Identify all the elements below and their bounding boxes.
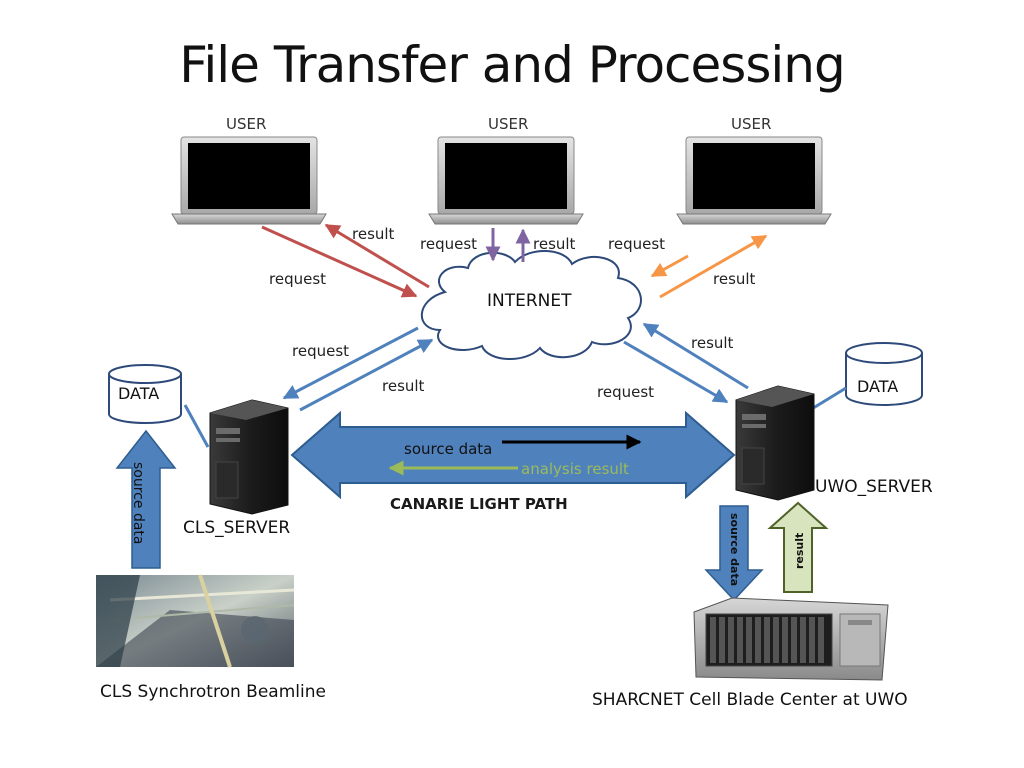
- data-label: DATA: [857, 377, 899, 396]
- result-label: result: [533, 235, 576, 253]
- request-arrow: [650, 254, 689, 278]
- laptop-icon: [676, 136, 832, 225]
- source-data-text: source data: [130, 462, 146, 545]
- source-data-down-arrow: [704, 505, 764, 602]
- data-cylinder-icon: [108, 364, 182, 424]
- analysis-result-label: analysis result: [521, 460, 629, 478]
- internet-cloud-icon: [420, 249, 642, 361]
- cls-server-label: CLS_SERVER: [183, 518, 291, 538]
- result-label: result: [713, 270, 756, 288]
- light-path-label: CANARIE LIGHT PATH: [390, 495, 568, 513]
- result-label: result: [691, 334, 734, 352]
- result-arrow: [324, 223, 430, 289]
- request-label: request: [420, 235, 478, 253]
- internet-label: INTERNET: [487, 291, 572, 311]
- connector-line: [809, 386, 847, 412]
- laptop-icon: [428, 136, 584, 225]
- connector-line: [183, 404, 210, 448]
- uwo-server-label: UWO_SERVER: [815, 477, 933, 497]
- request-label: request: [608, 235, 666, 253]
- beamline-caption: CLS Synchrotron Beamline: [100, 682, 326, 702]
- source-data-up-arrow: [115, 429, 177, 569]
- beamline-photo: [96, 574, 295, 668]
- data-label: DATA: [118, 384, 160, 403]
- server-tower-icon: [735, 385, 815, 501]
- result-label: result: [382, 377, 425, 395]
- user-label: USER: [488, 115, 529, 133]
- blade-center-icon: [693, 597, 889, 681]
- result-arrow: [642, 322, 749, 390]
- request-label: request: [597, 383, 655, 401]
- source-data-label: source data: [404, 440, 493, 458]
- laptop-icon: [171, 136, 327, 225]
- user-label: USER: [731, 115, 772, 133]
- user-label: USER: [226, 115, 267, 133]
- light-path-arrow: [290, 410, 736, 500]
- result-label: result: [352, 225, 395, 243]
- request-arrow: [623, 340, 729, 404]
- result-up-arrow: [767, 501, 829, 593]
- page-title: File Transfer and Processing: [179, 36, 845, 94]
- request-label: request: [269, 270, 327, 288]
- result-arrow: [659, 234, 768, 299]
- data-cylinder-icon: [845, 342, 923, 406]
- request-label: request: [292, 342, 350, 360]
- result-arrow: [299, 338, 434, 412]
- request-arrow: [261, 225, 418, 298]
- source-data-text: source data: [728, 513, 741, 587]
- server-tower-icon: [209, 399, 289, 515]
- request-arrow: [282, 326, 419, 400]
- result-text: result: [793, 532, 806, 569]
- sharcnet-caption: SHARCNET Cell Blade Center at UWO: [592, 690, 908, 710]
